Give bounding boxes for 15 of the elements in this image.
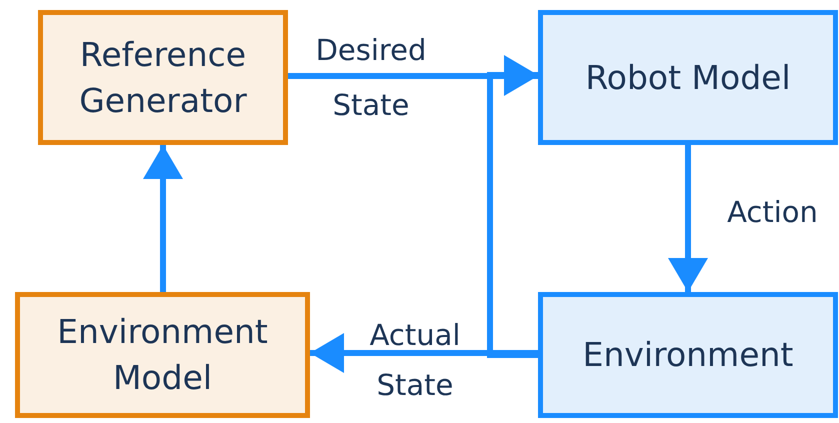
process-box: [538, 10, 838, 145]
box-label: Environment Model: [56, 311, 269, 399]
arrow: [310, 333, 538, 373]
box-label: Environment: [582, 334, 794, 376]
edge-label: Actual State: [368, 317, 462, 404]
box-label: Robot Model: [585, 56, 791, 98]
arrow: [143, 145, 183, 292]
arrow: [487, 55, 538, 358]
box-label: Reference Generator: [78, 34, 248, 122]
process-box: [538, 292, 838, 418]
process-box: [15, 292, 310, 418]
edge-label: Action: [726, 194, 819, 231]
edge-label: Desired State: [314, 32, 428, 124]
process-box: [38, 10, 288, 145]
arrow: [668, 145, 708, 292]
